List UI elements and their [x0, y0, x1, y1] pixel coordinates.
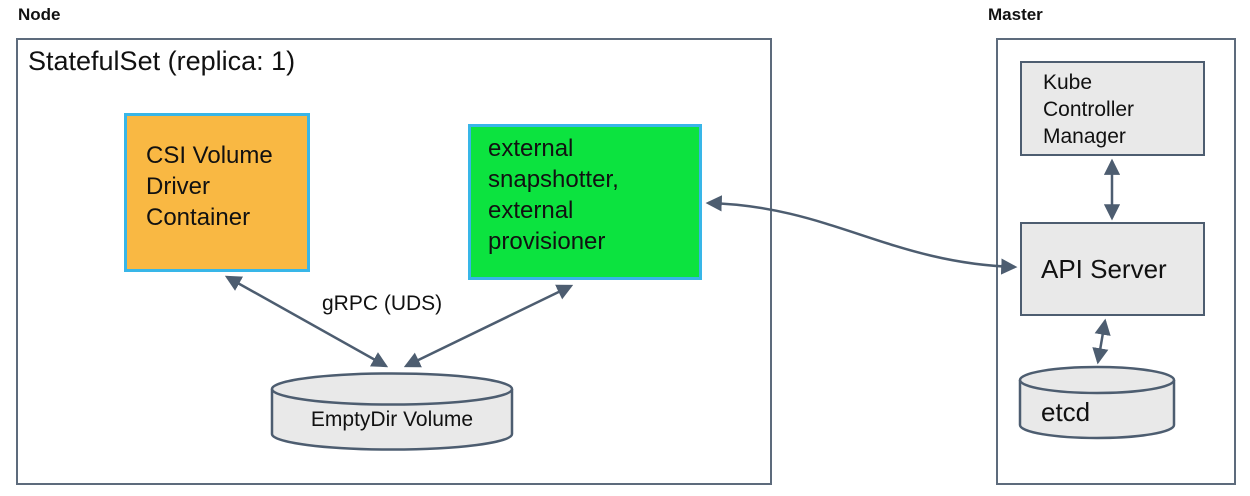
node-label: Node — [18, 5, 61, 24]
kube-controller-manager-box: Kube Controller Manager — [1020, 61, 1205, 156]
csi-volume-driver-label: CSI Volume Driver Container — [146, 142, 273, 231]
external-sidecar-box: external snapshotter, external provision… — [468, 124, 702, 280]
etcd-label: etcd — [1041, 397, 1091, 427]
statefulset-title: StatefulSet (replica: 1) — [28, 46, 296, 76]
master-label: Master — [988, 5, 1043, 24]
kube-controller-manager-label: Kube Controller Manager — [1043, 71, 1135, 148]
external-sidecar-label: external snapshotter, external provision… — [488, 135, 619, 255]
api-server-box: API Server — [1020, 222, 1205, 316]
csi-volume-driver-box: CSI Volume Driver Container — [124, 113, 310, 272]
emptydir-volume-label: EmptyDir Volume — [310, 408, 474, 431]
grpc-uds-label: gRPC (UDS) — [322, 292, 443, 315]
api-server-label: API Server — [1041, 253, 1167, 284]
